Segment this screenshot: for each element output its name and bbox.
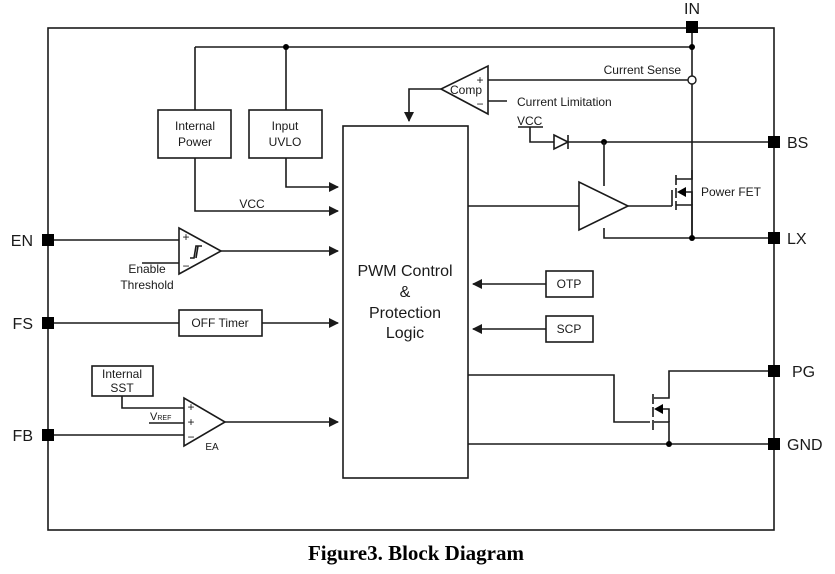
current-limitation-label: Current Limitation (517, 95, 612, 109)
pwm-line1: PWM Control (357, 263, 452, 280)
enable-threshold-line1: Enable (128, 262, 166, 276)
bootstrap-diode (553, 133, 570, 151)
off-timer-label: OFF Timer (191, 316, 248, 330)
ea-label: EA (205, 442, 219, 453)
comp-label: Comp (450, 83, 482, 97)
enable-comparator: + − (178, 226, 223, 276)
pin-gnd: GND (768, 437, 823, 454)
vref-label: VREF (150, 411, 171, 423)
pwm-line4: Logic (386, 325, 424, 342)
en-plus: + (182, 230, 189, 244)
input-uvlo-line2: UVLO (269, 135, 302, 149)
gate-driver (578, 180, 630, 232)
internal-sst-line2: SST (110, 381, 134, 395)
pin-in: IN (684, 1, 700, 33)
scp-label: SCP (557, 322, 582, 336)
chip-outline (47, 27, 775, 531)
pin-in-label: IN (684, 1, 700, 18)
scp-block: SCP (545, 315, 594, 343)
ea-minus: − (187, 430, 194, 444)
pin-pg-label: PG (792, 364, 815, 381)
pin-bs: BS (768, 135, 808, 152)
input-uvlo-line1: Input (272, 119, 299, 133)
pin-lx-label: LX (787, 231, 807, 248)
error-amplifier: + + − (183, 396, 227, 448)
vcc-bootstrap-label: VCC (517, 114, 543, 128)
pin-gnd-label: GND (787, 437, 823, 454)
pin-lx: LX (768, 231, 807, 248)
pin-fs: FS (13, 316, 54, 333)
ea-plus-2: + (187, 415, 194, 429)
internal-sst-block: Internal SST (91, 365, 154, 397)
internal-power-line1: Internal (175, 119, 215, 133)
junction-dot (283, 44, 289, 50)
pin-pg: PG (768, 364, 815, 381)
internal-sst-line1: Internal (102, 367, 142, 381)
pwm-control-logic-block: PWM Control & Protection Logic (342, 125, 469, 479)
power-fet-label: Power FET (701, 185, 762, 199)
pin-en: EN (11, 233, 54, 250)
otp-block: OTP (545, 270, 594, 298)
comp-plus: + (476, 73, 483, 87)
off-timer-block: OFF Timer (178, 309, 263, 337)
otp-label: OTP (557, 277, 582, 291)
junction-dot (689, 235, 695, 241)
current-comparator: Comp + − (439, 64, 489, 116)
pin-bs-label: BS (787, 135, 808, 152)
internal-power-block: Internal Power (157, 109, 232, 159)
figure-caption: Figure3. Block Diagram (308, 541, 525, 565)
current-sense-node (687, 75, 697, 85)
current-sense-label: Current Sense (604, 63, 682, 77)
vcc-rail-label: VCC (239, 197, 265, 211)
pin-fb: FB (13, 428, 54, 445)
pin-fs-label: FS (13, 316, 33, 333)
ea-plus-1: + (187, 400, 194, 414)
junction-dot (689, 44, 695, 50)
pin-en-label: EN (11, 233, 33, 250)
comp-minus: − (476, 97, 483, 111)
en-minus: − (182, 259, 189, 273)
enable-threshold-line2: Threshold (120, 278, 173, 292)
pwm-line2: & (400, 284, 411, 301)
internal-power-line2: Power (178, 135, 212, 149)
pwm-line3: Protection (369, 305, 441, 322)
pg-fet (652, 370, 768, 444)
pin-fb-label: FB (13, 428, 33, 445)
input-uvlo-block: Input UVLO (248, 109, 323, 159)
power-fet (671, 170, 693, 238)
junction-dot (666, 441, 672, 447)
hysteresis-icon (190, 245, 202, 259)
